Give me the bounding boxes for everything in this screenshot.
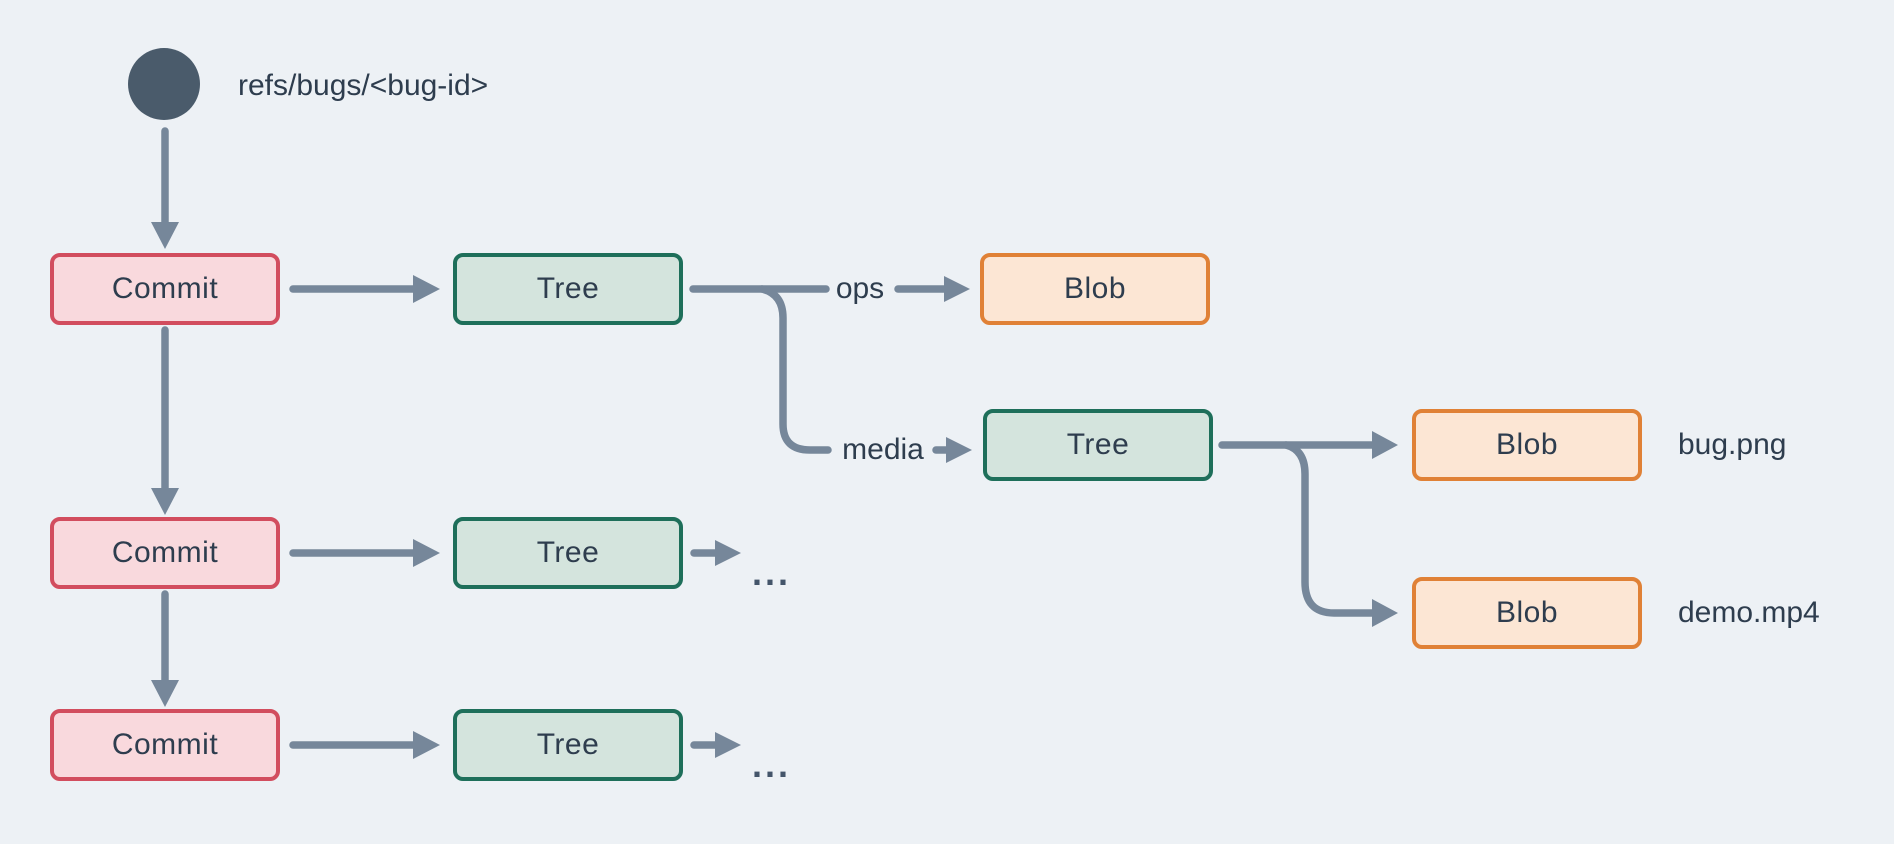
node-blob-demo: Blob	[1412, 577, 1642, 649]
node-tree-1-label: Tree	[536, 272, 600, 305]
edge-label-media: media	[842, 433, 924, 466]
arrowhead-commit1-to-tree1	[413, 275, 440, 303]
node-tree-3-label: Tree	[536, 728, 600, 761]
arrowhead-commit3-to-tree3	[413, 731, 440, 759]
ellipsis-row-2: ...	[752, 552, 792, 593]
arrowhead-commit2-to-tree2	[413, 539, 440, 567]
node-tree-1: Tree	[453, 253, 683, 325]
node-commit-3-label: Commit	[111, 728, 219, 761]
arrowhead-ref-to-commit1	[151, 222, 179, 249]
node-tree-3: Tree	[453, 709, 683, 781]
node-commit-3: Commit	[50, 709, 280, 781]
arrowhead-tree3-ellipsis	[715, 732, 741, 758]
node-blob-bug: Blob	[1412, 409, 1642, 481]
ellipsis-row-3: ...	[752, 744, 792, 785]
node-blob-ops-label: Blob	[1063, 272, 1127, 305]
node-tree-2-label: Tree	[536, 536, 600, 569]
node-commit-1: Commit	[50, 253, 280, 325]
arrowhead-tree2-ellipsis	[715, 540, 741, 566]
arrowhead-media-to-tree	[946, 437, 972, 463]
edge-treemedia-branch-to-blob-demo	[1282, 441, 1376, 617]
node-commit-1-label: Commit	[111, 272, 219, 305]
file-label-demo-mp4: demo.mp4	[1678, 596, 1820, 629]
file-label-bug-png: bug.png	[1678, 428, 1787, 461]
arrowhead-to-blob-demo	[1372, 599, 1398, 627]
node-commit-2: Commit	[50, 517, 280, 589]
node-tree-media-label: Tree	[1066, 428, 1130, 461]
node-blob-demo-label: Blob	[1495, 596, 1559, 629]
node-blob-bug-label: Blob	[1495, 428, 1559, 461]
edge-label-ops: ops	[835, 272, 885, 305]
arrowhead-commit2-to-commit3	[151, 680, 179, 707]
node-tree-2: Tree	[453, 517, 683, 589]
node-commit-2-label: Commit	[111, 536, 219, 569]
node-blob-ops: Blob	[980, 253, 1210, 325]
node-tree-media: Tree	[983, 409, 1213, 481]
arrowhead-commit1-to-commit2	[151, 488, 179, 515]
arrowhead-ops-to-blob	[944, 276, 970, 302]
arrowhead-to-blob-bug	[1372, 431, 1398, 459]
ref-head-circle	[128, 48, 200, 120]
edge-tree1-branch-to-media-label	[758, 285, 832, 454]
ref-label: refs/bugs/<bug-id>	[238, 69, 489, 102]
